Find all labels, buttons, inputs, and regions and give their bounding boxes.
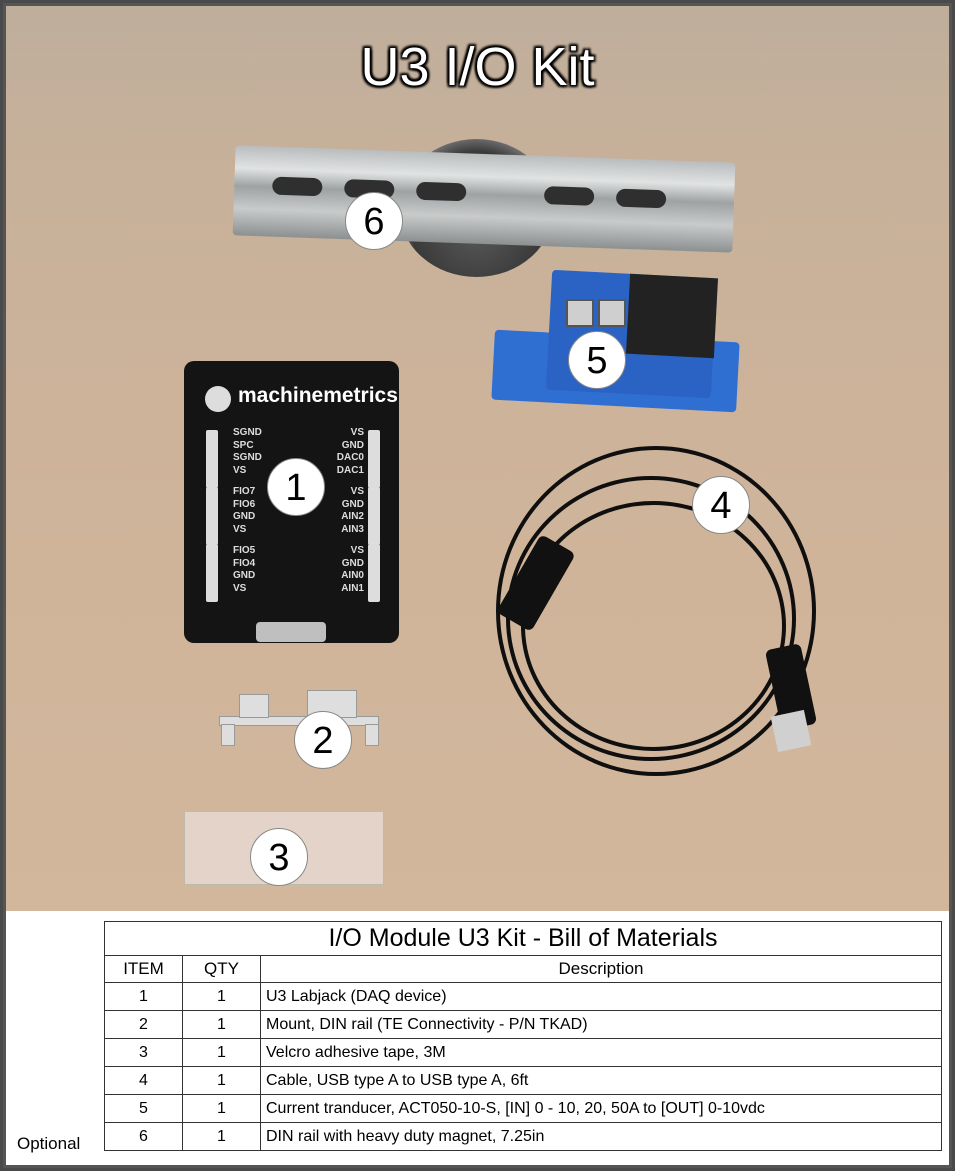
rail-slot — [615, 188, 667, 209]
cell-description: Cable, USB type A to USB type A, 6ft — [260, 1066, 942, 1095]
table-row: 3 1 Velcro adhesive tape, 3M — [104, 1038, 942, 1067]
pin-label: GND — [341, 498, 364, 510]
pin-label: AIN2 — [341, 511, 364, 522]
column-header-description: Description — [260, 955, 942, 983]
cell-qty: 1 — [182, 1038, 261, 1067]
column-header-qty: QTY — [182, 955, 261, 983]
pin-label: VS — [350, 545, 364, 556]
pin-label: SGND — [233, 452, 262, 463]
callout-2: 2 — [294, 711, 352, 769]
cell-item: 3 — [104, 1038, 183, 1067]
pin-label: GND — [233, 570, 256, 581]
terminal-strip — [206, 544, 218, 602]
cell-qty: 1 — [182, 1066, 261, 1095]
callout-5: 5 — [568, 331, 626, 389]
terminal-strip — [368, 487, 380, 545]
pin-label: FIO6 — [233, 498, 256, 510]
cell-qty: 1 — [182, 1094, 261, 1123]
pin-label: SPC — [233, 439, 254, 451]
pin-label: VS — [233, 523, 247, 535]
rail-slot — [272, 176, 323, 197]
right-pin-labels-group-1: VS GND DAC0 DAC1 — [320, 427, 364, 477]
pin-label: GND — [233, 511, 256, 522]
table-row: 1 1 U3 Labjack (DAQ device) — [104, 982, 942, 1011]
optional-note: Optional — [17, 1134, 81, 1153]
left-pin-labels-group-1: SGND SPC SGND VS — [233, 427, 262, 477]
transducer-terminal — [566, 299, 594, 327]
bom-table: I/O Module U3 Kit - Bill of Materials IT… — [104, 921, 942, 1151]
usb-connector-image — [770, 709, 812, 753]
pin-label: GND — [341, 439, 364, 451]
cell-description: DIN rail with heavy duty magnet, 7.25in — [260, 1122, 942, 1151]
document-frame: U3 I/O Kit 6 5 machinemetrics SGND S — [3, 3, 952, 1168]
bom-section: I/O Module U3 Kit - Bill of Materials IT… — [6, 911, 949, 1165]
machinemetrics-logo-icon — [205, 386, 231, 412]
pin-label: FIO7 — [233, 486, 256, 497]
transducer-terminal — [598, 299, 626, 327]
pin-label: AIN0 — [341, 570, 364, 581]
pin-label: FIO5 — [233, 545, 256, 556]
right-pin-labels-group-3: VS GND AIN0 AIN1 — [320, 545, 364, 595]
pin-label: GND — [341, 557, 364, 569]
pin-label: FIO4 — [233, 557, 256, 569]
kit-photo: U3 I/O Kit 6 5 machinemetrics SGND S — [6, 6, 949, 911]
transducer-label-image — [625, 273, 719, 359]
cell-item: 1 — [104, 982, 183, 1011]
left-pin-labels-group-2: FIO7 FIO6 GND VS — [233, 486, 255, 536]
table-row: 6 1 DIN rail with heavy duty magnet, 7.2… — [104, 1122, 942, 1151]
rail-slot — [415, 181, 467, 202]
cell-qty: 1 — [182, 1122, 261, 1151]
cell-item: 2 — [104, 1010, 183, 1039]
cell-description: Mount, DIN rail (TE Connectivity - P/N T… — [260, 1010, 942, 1039]
pin-label: VS — [233, 582, 247, 594]
rail-slot — [543, 186, 595, 206]
cell-description: Velcro adhesive tape, 3M — [260, 1038, 942, 1067]
terminal-strip — [206, 430, 218, 488]
din-rail-image — [232, 145, 736, 253]
table-row: 5 1 Current tranducer, ACT050-10-S, [IN]… — [104, 1094, 942, 1123]
right-pin-labels-group-2: VS GND AIN2 AIN3 — [320, 486, 364, 536]
pin-label: DAC1 — [336, 464, 364, 476]
table-row: 4 1 Cable, USB type A to USB type A, 6ft — [104, 1066, 942, 1095]
pin-label: VS — [350, 486, 364, 497]
db9-connector-image — [256, 622, 326, 642]
cell-item: 5 — [104, 1094, 183, 1123]
callout-1: 1 — [267, 458, 325, 516]
cell-item: 4 — [104, 1066, 183, 1095]
callout-6: 6 — [345, 192, 403, 250]
pin-label: VS — [350, 427, 364, 438]
left-pin-labels-group-3: FIO5 FIO4 GND VS — [233, 545, 255, 595]
pin-label: DAC0 — [336, 452, 364, 463]
terminal-strip — [368, 544, 380, 602]
table-row: 2 1 Mount, DIN rail (TE Connectivity - P… — [104, 1010, 942, 1039]
pin-label: SGND — [233, 427, 262, 438]
cell-item: 6 — [104, 1122, 183, 1151]
device-brand: machinemetrics — [238, 384, 398, 407]
cell-qty: 1 — [182, 982, 261, 1011]
callout-3: 3 — [250, 828, 308, 886]
terminal-strip — [206, 487, 218, 545]
bom-header-row: ITEM QTY Description — [104, 955, 942, 983]
bom-title: I/O Module U3 Kit - Bill of Materials — [104, 921, 942, 956]
cell-qty: 1 — [182, 1010, 261, 1039]
callout-4: 4 — [692, 476, 750, 534]
column-header-item: ITEM — [104, 955, 183, 983]
kit-title: U3 I/O Kit — [360, 37, 595, 97]
pin-label: VS — [233, 464, 247, 476]
pin-label: AIN3 — [341, 523, 364, 535]
terminal-strip — [368, 430, 380, 488]
pin-label: AIN1 — [341, 582, 364, 594]
usb-cable-loop — [521, 501, 786, 751]
cell-description: Current tranducer, ACT050-10-S, [IN] 0 -… — [260, 1094, 942, 1123]
cell-description: U3 Labjack (DAQ device) — [260, 982, 942, 1011]
